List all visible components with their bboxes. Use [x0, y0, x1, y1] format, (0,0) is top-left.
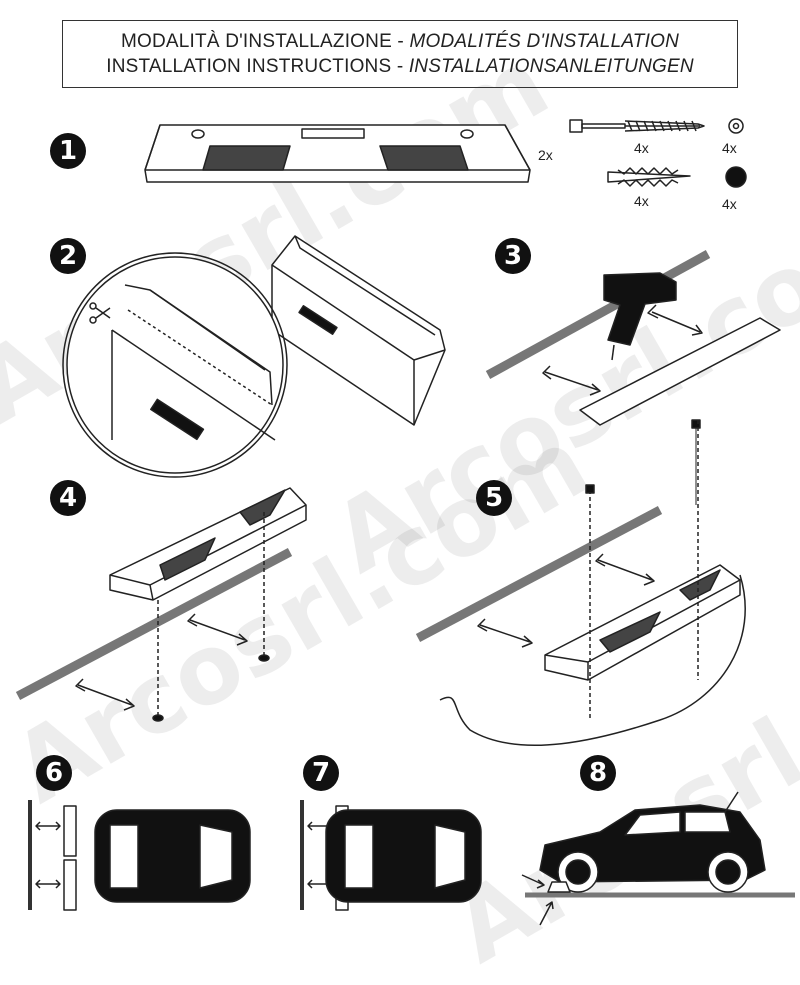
wheel-stopper-illustration: [109, 487, 307, 601]
stopper-side-view: [547, 881, 571, 893]
title-french: MODALITÉS D'INSTALLATION: [409, 31, 679, 52]
arrow: [35, 879, 61, 889]
arrow: [35, 821, 61, 831]
arrow: [539, 901, 554, 926]
car-side-view: [539, 791, 766, 893]
magnifier-callout: [62, 252, 288, 478]
screw-quantity: 4x: [634, 140, 649, 156]
arrow: [187, 613, 248, 646]
step-1-badge: 1: [50, 133, 86, 169]
wheel-stopper-illustration: [144, 124, 531, 183]
kit-box-illustration: [271, 235, 446, 426]
car-top-view: [94, 809, 251, 903]
drill-icon: [603, 272, 677, 361]
arrow: [542, 365, 601, 396]
arrow: [521, 874, 545, 889]
arrow: [647, 304, 703, 336]
instructions-title: MODALITÀ D'INSTALLAZIONE - MODALITÉS D'I…: [62, 20, 738, 88]
road-line: [15, 548, 293, 700]
car-top-view: [325, 809, 482, 903]
wheel-stopper-illustration: [544, 564, 741, 681]
stopper-top-view: [63, 859, 77, 911]
step-3-badge: 3: [495, 238, 531, 274]
washer-quantity: 4x: [722, 140, 737, 156]
step-7-badge: 7: [303, 755, 339, 791]
stopper-quantity: 2x: [538, 147, 553, 163]
nut-icon: [725, 166, 747, 188]
nut-quantity: 4x: [722, 196, 737, 212]
illustrations: [15, 118, 795, 926]
step-5-badge: 5: [476, 480, 512, 516]
step-2-badge: 2: [50, 238, 86, 274]
title-german: INSTALLATIONSANLEITUNGEN: [408, 56, 694, 77]
road-line: [485, 250, 711, 379]
arrow: [75, 678, 135, 711]
title-italian: MODALITÀ D'INSTALLAZIONE -: [120, 31, 410, 52]
step-4-badge: 4: [50, 480, 86, 516]
title-english: INSTALLATION INSTRUCTIONS -: [106, 56, 409, 77]
step-8-badge: 8: [580, 755, 616, 791]
screw-icon: [569, 119, 705, 133]
wall-anchor-icon: [607, 167, 691, 187]
road-line: [415, 506, 663, 642]
arrow: [595, 553, 655, 586]
step-6-badge: 6: [36, 755, 72, 791]
drill-cable: [439, 574, 746, 746]
arrow: [477, 618, 533, 648]
anchor-quantity: 4x: [634, 193, 649, 209]
stopper-top-view: [63, 805, 77, 857]
drilling-template: [579, 317, 781, 426]
washer-icon: [728, 118, 744, 134]
